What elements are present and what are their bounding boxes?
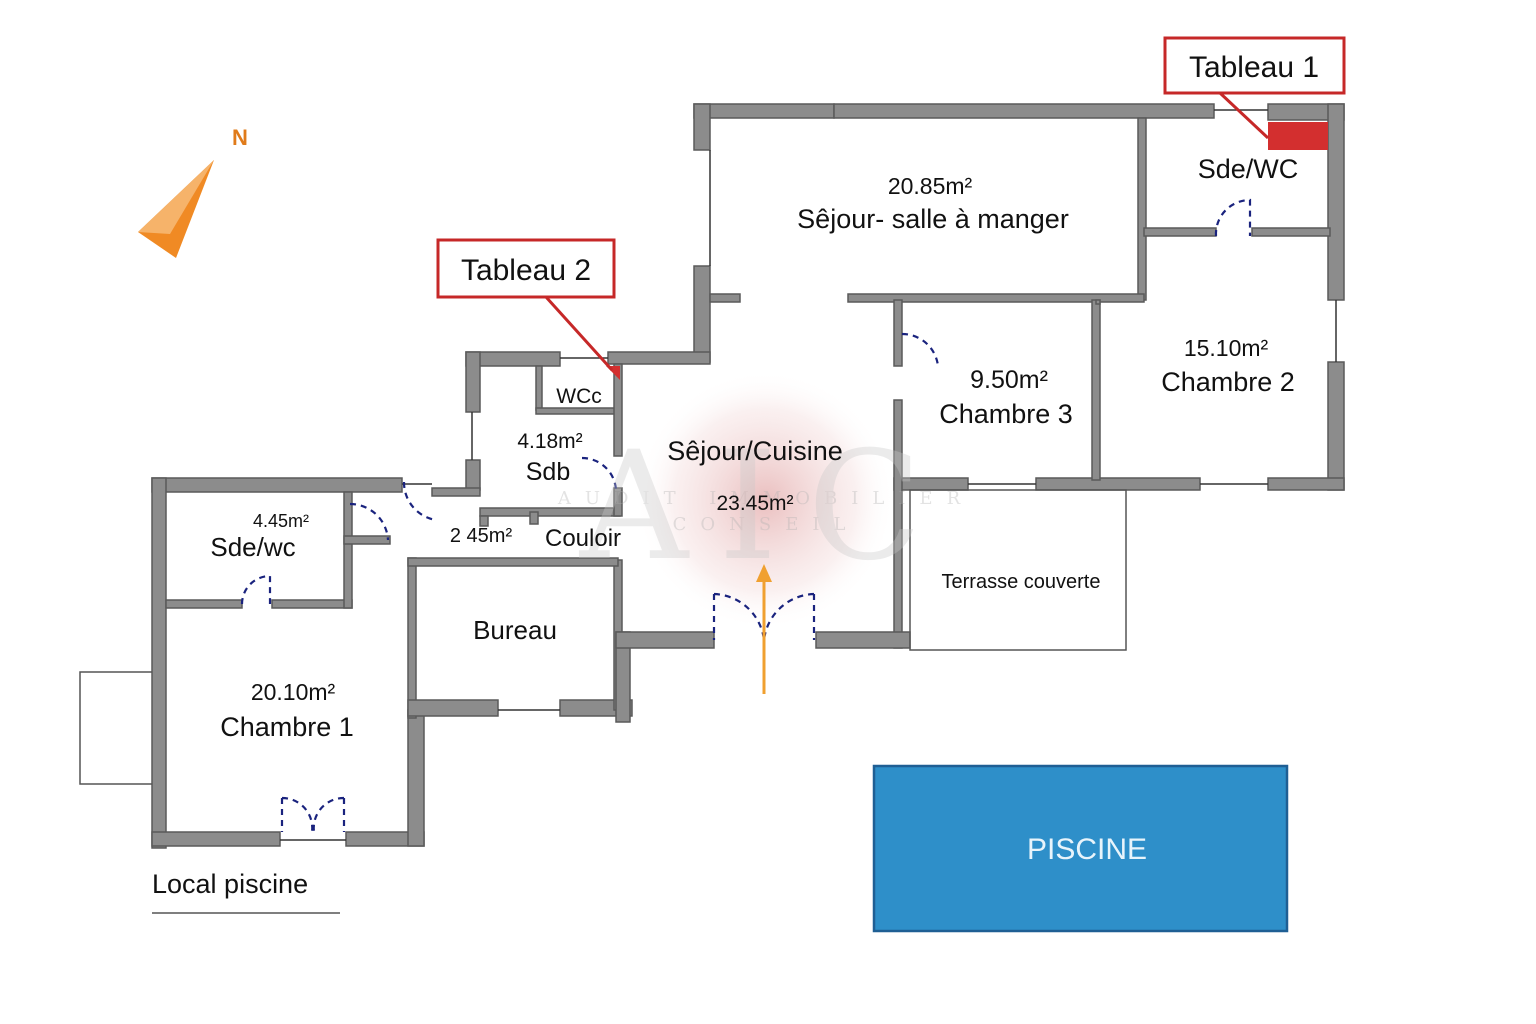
room-sejour-cuisine: Sêjour/Cuisine 23.45m² [667, 436, 843, 515]
watermark-logo: AIC [579, 420, 952, 594]
room-area: 20.85m² [888, 173, 973, 199]
local-piscine-label: Local piscine [152, 869, 308, 899]
room-area: 15.10m² [1184, 335, 1269, 361]
room-area: 4.18m² [517, 430, 582, 453]
room-area: 2 45m² [450, 525, 513, 547]
room-name: Sde/wc [210, 532, 295, 562]
room-sde-wc-2: 4.45m² Sde/wc [210, 511, 309, 562]
entrance-arrow-icon [756, 564, 772, 694]
watermark-line1: AUDIT IMMOBILIER [557, 488, 974, 509]
room-area: 9.50m² [970, 366, 1048, 394]
room-couloir: 2 45m² Couloir [450, 525, 621, 552]
callout-tableau-1-label: Tableau 1 [1189, 51, 1319, 84]
compass-icon: N [138, 125, 248, 258]
electrical-panel-1-icon [1268, 122, 1328, 150]
callout-tableau-2-label: Tableau 2 [461, 254, 591, 287]
electrical-panel-2-icon [606, 366, 620, 380]
walls [151, 103, 1345, 849]
callout-tableau-1: Tableau 1 [1163, 36, 1346, 140]
room-chambre-1: 20.10m² Chambre 1 [220, 679, 354, 742]
room-name: Sêjour- salle à manger [797, 204, 1069, 234]
room-name: Chambre 2 [1161, 367, 1295, 397]
room-name: Sdb [526, 458, 570, 486]
room-name: Couloir [545, 525, 621, 552]
pool [872, 764, 1289, 933]
room-wcc: WCc [556, 385, 602, 408]
local-piscine-outline [79, 671, 152, 785]
watermark-line2: CONSEIL [673, 514, 860, 535]
room-chambre-3: 9.50m² Chambre 3 [939, 366, 1073, 429]
room-sdb: 4.18m² Sdb [517, 430, 582, 486]
room-area: 23.45m² [716, 492, 793, 515]
room-terrasse: Terrasse couverte [942, 571, 1101, 593]
room-sejour-salle: 20.85m² Sêjour- salle à manger [797, 173, 1069, 234]
room-name: Sêjour/Cuisine [667, 436, 843, 466]
room-sde-wc-1: Sde/WC [1198, 154, 1299, 184]
doors [240, 198, 1252, 833]
room-chambre-2: 15.10m² Chambre 2 [1161, 335, 1295, 397]
watermark: AIC AUDIT IMMOBILIER CONSEIL [557, 420, 974, 594]
room-bureau: Bureau [473, 615, 557, 645]
callout-tableau-2: Tableau 2 [436, 238, 616, 372]
room-name: Chambre 3 [939, 399, 1073, 429]
room-area: 4.45m² [253, 511, 309, 531]
room-name: Chambre 1 [220, 712, 354, 742]
entrance-highlight [635, 370, 895, 630]
pool-label: PISCINE [1027, 833, 1147, 866]
compass-north-label: N [232, 125, 248, 150]
terrace-outline [909, 489, 1127, 651]
room-area: 20.10m² [251, 679, 336, 705]
windows [280, 109, 1337, 841]
